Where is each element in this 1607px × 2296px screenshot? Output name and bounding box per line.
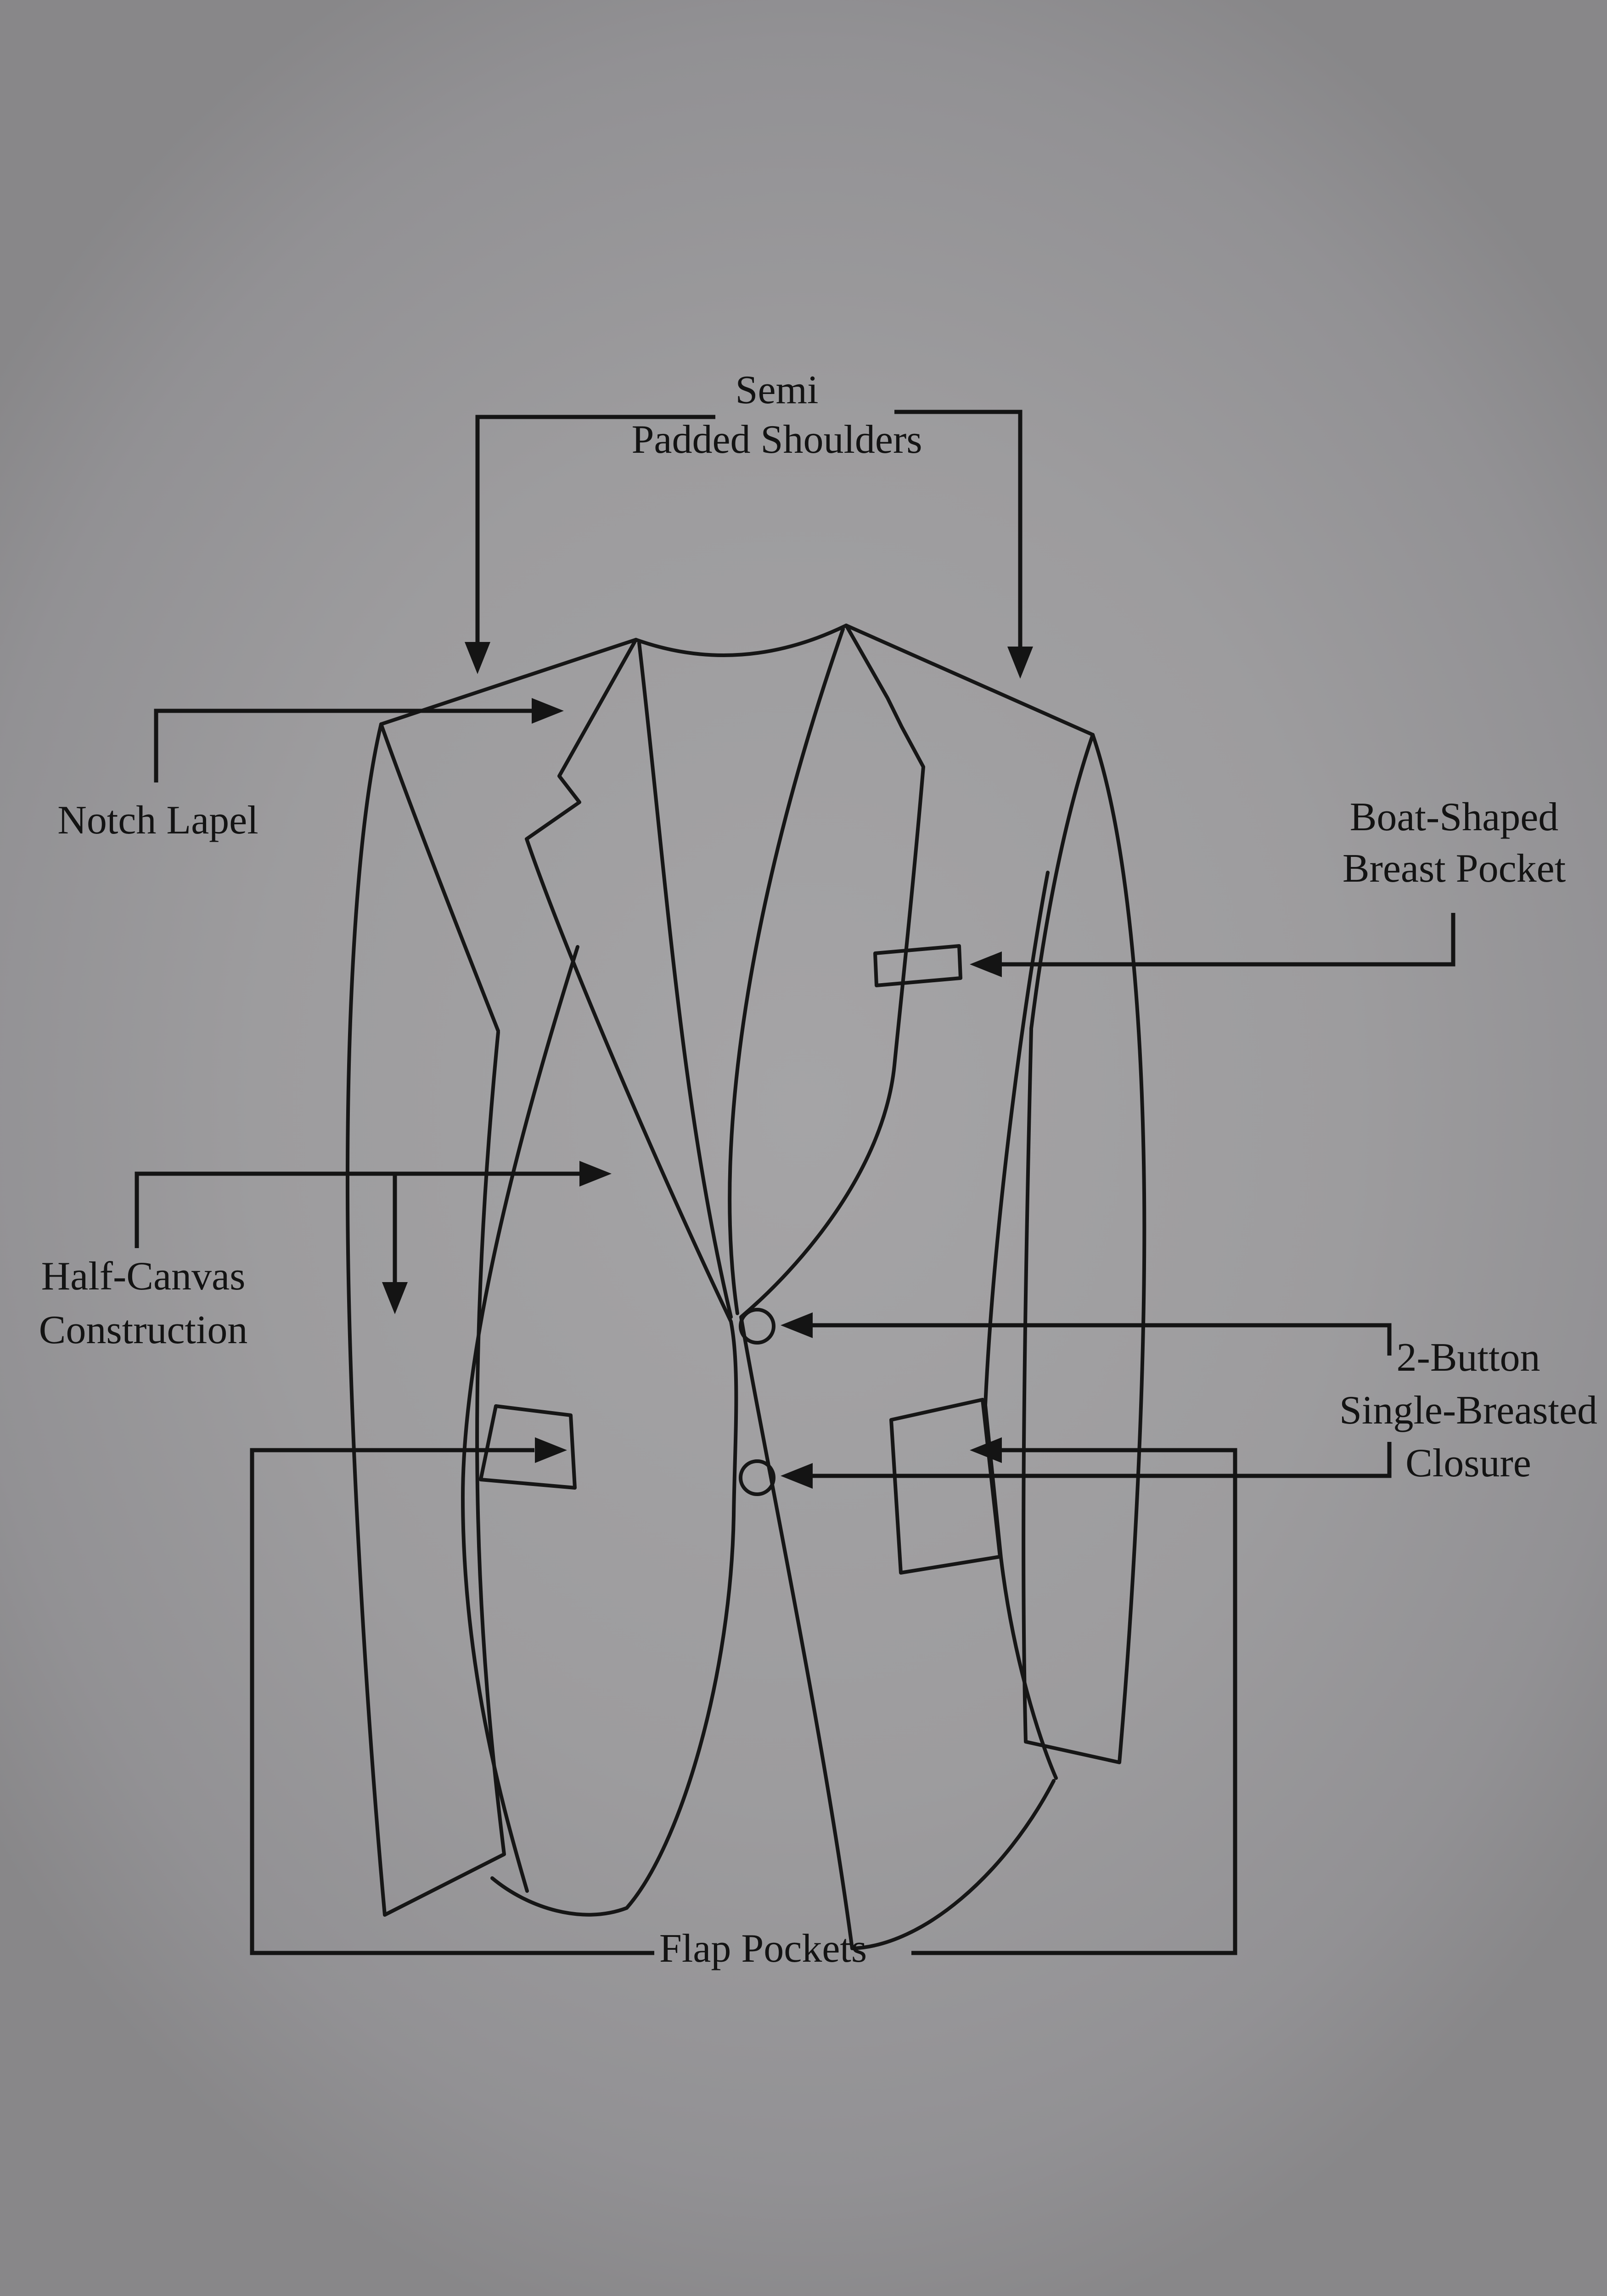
jacket-drawing	[345, 624, 1146, 1950]
label-closure-line2: Single-Breasted	[1339, 1388, 1597, 1433]
breast-pocket-welt	[873, 944, 962, 987]
right-flap-pocket	[889, 1398, 1002, 1575]
breast-pocket-leader	[1000, 913, 1455, 967]
left-sleeve-outline	[345, 722, 506, 1917]
right-roll-line	[728, 627, 845, 1315]
right-sleeve-outline	[1022, 733, 1146, 1764]
annotation-labels: Semi Padded Shoulders Notch Lapel Boat-S…	[39, 368, 1597, 1971]
annotation-lines	[135, 410, 1455, 1955]
shoulders-left-leader	[475, 415, 715, 644]
right-panel-seam	[983, 871, 1058, 1780]
right-lapel-front-edge	[739, 624, 1056, 1950]
label-flap-pockets: Flap Pockets	[659, 1926, 867, 1971]
lapel-leader	[154, 709, 534, 782]
flap-left-arrowhead-icon	[535, 1437, 567, 1463]
closure-top-arrowhead-icon	[781, 1312, 813, 1338]
right-shoulder-line	[844, 624, 1095, 737]
shoulders-right-arrowhead-icon	[1007, 647, 1033, 679]
flap-right-leader	[911, 1448, 1237, 1955]
left-panel-seam	[461, 945, 579, 1893]
label-shoulders-line2: Padded Shoulders	[631, 417, 922, 462]
collar-line	[634, 624, 848, 657]
label-notch-lapel: Notch Lapel	[57, 798, 258, 843]
left-roll-line	[637, 641, 733, 1319]
flap-right-arrowhead-icon	[970, 1437, 1002, 1463]
flap-left-leader	[250, 1448, 654, 1955]
label-breast-pocket-line1: Boat-Shaped	[1350, 795, 1559, 839]
lapel-arrowhead-icon	[532, 698, 564, 724]
breast-pocket-arrowhead-icon	[970, 951, 1002, 977]
closure-top-leader	[812, 1323, 1392, 1356]
half-canvas-right-arrowhead-icon	[579, 1161, 612, 1187]
closure-bottom-arrowhead-icon	[781, 1463, 813, 1489]
shoulders-left-arrowhead-icon	[465, 642, 490, 674]
left-armhole-line	[379, 722, 500, 1033]
left-flap-pocket	[479, 1404, 577, 1490]
half-canvas-leader	[135, 1171, 580, 1248]
half-canvas-down-arrowhead-icon	[382, 1282, 408, 1314]
right-armhole-line	[1029, 733, 1095, 1030]
label-half-canvas-line1: Half-Canvas	[41, 1254, 246, 1299]
shoulders-right-leader	[894, 410, 1023, 648]
label-closure-line1: 2-Button	[1397, 1335, 1540, 1380]
label-closure-line3: Closure	[1405, 1441, 1531, 1486]
bottom-button	[739, 1459, 775, 1496]
top-button	[739, 1308, 775, 1345]
closure-bottom-leader	[812, 1442, 1392, 1478]
label-half-canvas-line2: Construction	[39, 1308, 248, 1352]
label-breast-pocket-line2: Breast Pocket	[1343, 846, 1566, 891]
left-lapel-front-edge	[490, 638, 738, 1917]
label-shoulders-line1: Semi	[736, 368, 819, 412]
